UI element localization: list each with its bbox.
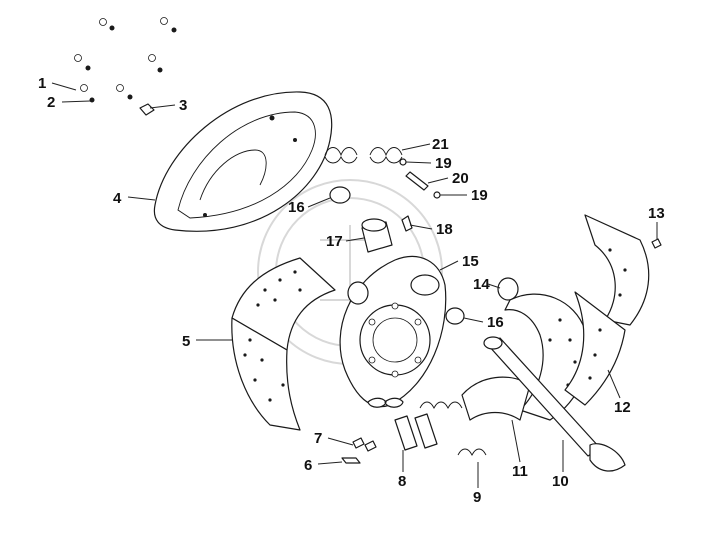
return-springs [324, 147, 403, 164]
callout-15: 15 [462, 253, 479, 270]
callout-19-lower: 19 [471, 187, 488, 204]
callout-19-upper: 19 [435, 155, 452, 172]
callout-18: 18 [436, 221, 453, 238]
dust-shield [153, 91, 333, 232]
callout-11: 11 [512, 463, 528, 480]
left-brake-shoe [231, 257, 336, 431]
brake-linings [564, 214, 650, 406]
callout-6: 6 [304, 457, 312, 474]
grease-fittings [352, 437, 377, 452]
callout-8: 8 [398, 473, 406, 490]
bolts-and-nuts [74, 17, 177, 116]
seal-ring-upper [329, 186, 351, 204]
callout-1: 1 [38, 75, 46, 92]
callout-7: 7 [314, 430, 322, 447]
clip-lower [433, 191, 441, 199]
small-bracket [401, 215, 413, 232]
callout-labels: 1 2 3 4 5 6 7 8 9 10 11 12 13 14 15 16 1… [38, 75, 665, 506]
callout-12: 12 [614, 399, 631, 416]
spring-upper [419, 401, 463, 410]
callout-4: 4 [113, 190, 122, 207]
callout-2: 2 [47, 94, 55, 111]
anchor-washer [367, 397, 404, 408]
callout-20: 20 [452, 170, 469, 187]
callout-3: 3 [179, 97, 187, 114]
callout-9: 9 [473, 489, 481, 506]
callout-13: 13 [648, 205, 665, 222]
lock-plate [341, 457, 361, 464]
bushing-right [497, 277, 519, 301]
leader-lines [51, 82, 658, 488]
callout-21: 21 [432, 136, 449, 153]
bushing [361, 218, 393, 253]
camshaft [483, 336, 626, 472]
callout-16-upper: 16 [288, 199, 305, 216]
seal-ring-lower [445, 307, 465, 325]
bushing-left [347, 281, 369, 305]
anchor-pins [394, 413, 438, 451]
clip-upper [399, 158, 407, 166]
roller-pin [405, 171, 429, 191]
small-pin [651, 238, 662, 249]
spring-lower [457, 448, 487, 457]
callout-5: 5 [182, 333, 190, 350]
callout-17: 17 [326, 233, 343, 250]
right-brake-shoe [461, 293, 589, 421]
brake-spider [339, 255, 447, 408]
callout-10: 10 [552, 473, 569, 490]
callout-14: 14 [473, 276, 490, 293]
callout-16-lower: 16 [487, 314, 504, 331]
